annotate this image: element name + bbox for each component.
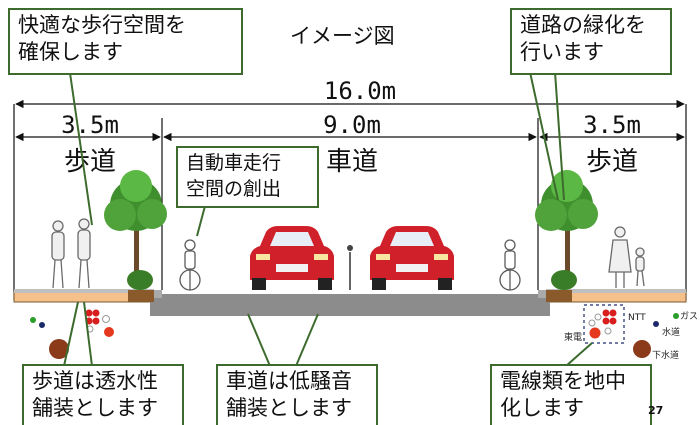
callout-greening-line2: 行います xyxy=(520,40,604,64)
leader-pedestrian-space xyxy=(69,72,93,226)
water-label: 水道 xyxy=(662,326,680,338)
roadway-zone-label: 車道 xyxy=(326,147,378,177)
right-planter-box xyxy=(546,290,572,302)
leader-low-noise-a xyxy=(247,313,271,367)
callout-driving-space-line2: 空間の創出 xyxy=(186,178,282,200)
dimension-lines xyxy=(13,99,687,300)
callout-pedestrian-space-line2: 確保します xyxy=(18,40,123,64)
left-pedestrians xyxy=(51,218,91,289)
callout-undergrounding-line2: 化します xyxy=(500,396,584,420)
callout-greening-line1: 道路の緑化を xyxy=(520,13,646,37)
leader-permeable-a xyxy=(63,301,79,367)
callout-leaders xyxy=(63,71,593,367)
ntt-label: NTT xyxy=(628,313,646,323)
callout-permeable-paving-line2: 舗装とします xyxy=(32,396,158,420)
callout-permeable-paving-line1: 歩道は透水性 xyxy=(32,369,158,393)
left-gas-pipe xyxy=(30,317,36,323)
callout-low-noise-paving-line1: 車道は低騒音 xyxy=(226,369,352,393)
callout-driving-space-line1: 自動車走行 xyxy=(186,152,282,174)
left-sewer-pipe xyxy=(49,339,69,359)
left-sidewalk-edge xyxy=(14,289,154,293)
left-cyclist xyxy=(179,239,201,291)
right-sidewalk-zone-label: 歩道 xyxy=(586,147,638,177)
leader-undergrounding xyxy=(565,342,593,367)
callout-driving-space: 自動車走行 空間の創出 xyxy=(176,146,319,208)
right-street-tree xyxy=(535,170,598,275)
leader-driving-space xyxy=(196,205,206,237)
center-lane-marker xyxy=(347,245,353,290)
right-car xyxy=(370,226,454,290)
leader-greening-a xyxy=(529,71,559,201)
right-sidewalk-width-label: 3.5m xyxy=(583,111,641,139)
right-water-pipe xyxy=(653,321,659,327)
right-sidewalk-edge xyxy=(546,289,686,293)
leader-permeable-b xyxy=(83,301,93,367)
left-curb xyxy=(150,290,162,298)
roadway-paving xyxy=(150,294,550,316)
left-shrub xyxy=(127,270,153,290)
right-cyclist xyxy=(499,239,521,291)
left-car xyxy=(250,226,334,290)
right-curb xyxy=(538,290,550,298)
callout-permeable-paving: 歩道は透水性 舗装とします xyxy=(22,364,184,425)
left-planter-box xyxy=(128,290,154,302)
right-shrub xyxy=(551,270,577,290)
callout-undergrounding-line1: 電線類を地中 xyxy=(500,369,626,393)
left-underground-utilities xyxy=(30,309,114,359)
right-pedestrians xyxy=(608,226,645,288)
diagram-title: イメージ図 xyxy=(290,24,395,48)
callout-low-noise-paving-line2: 舗装とします xyxy=(226,396,352,420)
callout-pedestrian-space-line1: 快適な歩行空間を xyxy=(18,13,186,37)
left-water-pipe xyxy=(39,322,45,328)
total-width-label: 16.0m xyxy=(324,77,396,105)
callout-low-noise-paving: 車道は低騒音 舗装とします xyxy=(216,364,378,425)
callout-pedestrian-space: 快適な歩行空間を 確保します xyxy=(8,8,243,75)
callout-greening: 道路の緑化を 行います xyxy=(510,8,672,75)
page-number: 27 xyxy=(648,404,664,417)
right-gas-pipe xyxy=(673,313,679,319)
leader-low-noise-b xyxy=(295,313,319,367)
electric-label: 東電 xyxy=(564,331,582,343)
utility-duct-box xyxy=(583,304,625,344)
callout-undergrounding: 電線類を地中 化します xyxy=(490,364,652,425)
sewer-label: 下水道 xyxy=(652,349,679,361)
leader-greening-b xyxy=(554,71,565,201)
left-sidewalk-zone-label: 歩道 xyxy=(64,147,116,177)
ground-section xyxy=(13,289,687,316)
left-sidewalk-width-label: 3.5m xyxy=(61,111,119,139)
gas-label: ガス xyxy=(680,311,698,322)
electric-cable xyxy=(589,327,601,339)
left-street-tree xyxy=(104,170,167,275)
right-underground-utilities xyxy=(583,304,679,358)
roadway-width-label: 9.0m xyxy=(323,111,381,139)
right-sewer-pipe xyxy=(633,340,651,358)
